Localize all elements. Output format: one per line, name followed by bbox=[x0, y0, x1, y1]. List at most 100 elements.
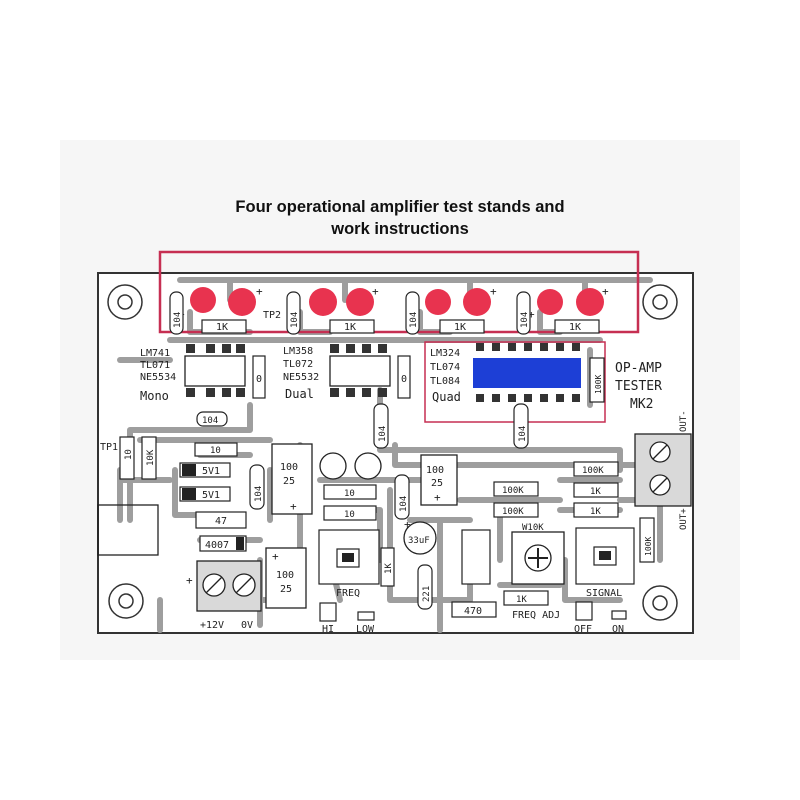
jumper-label: 0 bbox=[256, 374, 262, 385]
capacitor-label: 104 bbox=[290, 312, 300, 328]
capacitor-label: 104 bbox=[409, 312, 419, 328]
resistor bbox=[380, 547, 395, 587]
resistor bbox=[439, 319, 485, 334]
capacitor-label: 104 bbox=[378, 426, 388, 442]
quad-socket bbox=[424, 341, 606, 423]
power-label-12v: +12V bbox=[200, 620, 224, 631]
electrolytic-capacitor bbox=[420, 454, 458, 506]
dual-socket bbox=[329, 344, 391, 397]
capacitor-label: 104 bbox=[254, 486, 264, 502]
mounting-hole-top-right bbox=[642, 284, 678, 320]
capacitor-33uf bbox=[403, 521, 437, 555]
mounting-hole-bottom-left bbox=[108, 583, 144, 619]
power-terminal bbox=[196, 560, 262, 612]
jumper bbox=[397, 355, 411, 399]
zener-label: 5V1 bbox=[202, 490, 220, 501]
resistor-label: 10 bbox=[210, 446, 221, 456]
title-line-2: work instructions bbox=[331, 220, 469, 238]
dual-chip-name: TL072 bbox=[283, 359, 313, 370]
quad-ic-chip bbox=[473, 358, 581, 388]
output-minus-label: OUT- bbox=[679, 410, 689, 432]
resistor-label: 100K bbox=[582, 466, 604, 476]
resistor-label: 10K bbox=[146, 449, 156, 466]
led bbox=[425, 289, 451, 315]
resistor-label: 100K bbox=[644, 537, 653, 556]
mono-chip-name: TL071 bbox=[140, 360, 170, 371]
resistor bbox=[195, 511, 247, 529]
resistor bbox=[329, 319, 375, 334]
capacitor-value: 100 bbox=[426, 465, 444, 476]
resistor bbox=[451, 601, 497, 618]
transistor bbox=[354, 452, 382, 480]
transistor bbox=[319, 452, 347, 480]
led-plus-mark: + bbox=[490, 285, 497, 298]
quad-chip-name: TL084 bbox=[430, 376, 460, 387]
resistor-label: 1K bbox=[344, 322, 356, 333]
pot-label: W10K bbox=[522, 523, 544, 533]
capacitor bbox=[516, 291, 531, 335]
led-row bbox=[190, 287, 604, 316]
capacitor bbox=[405, 291, 420, 335]
led-plus-mark: + bbox=[372, 285, 379, 298]
mono-chip-name: LM741 bbox=[140, 348, 170, 359]
mono-socket bbox=[184, 344, 246, 397]
capacitor-label: 104 bbox=[173, 312, 183, 328]
dual-label: Dual bbox=[285, 387, 314, 401]
capacitor bbox=[417, 564, 433, 610]
mono-chip-name: NE5534 bbox=[140, 372, 176, 383]
polarity-mark: + bbox=[404, 518, 411, 531]
resistor bbox=[639, 517, 655, 563]
capacitor bbox=[286, 291, 301, 335]
led bbox=[537, 289, 563, 315]
on-label: ON bbox=[612, 624, 624, 635]
freq-adj-label: FREQ ADJ bbox=[512, 610, 560, 621]
resistor bbox=[201, 319, 247, 334]
mono-label: Mono bbox=[140, 389, 169, 403]
test-point-label: TP2 bbox=[263, 310, 281, 321]
resistor bbox=[493, 502, 539, 518]
capacitor-label: 221 bbox=[422, 586, 432, 602]
mounting-holes bbox=[107, 284, 678, 621]
resistor-label: 10 bbox=[344, 510, 355, 520]
side-connector bbox=[97, 504, 159, 556]
jumper-label: 0 bbox=[401, 374, 407, 385]
tester-title-line: TESTER bbox=[615, 379, 662, 394]
hi-label: HI bbox=[322, 624, 334, 635]
resistor bbox=[503, 590, 549, 606]
resistor bbox=[119, 436, 135, 480]
polarity-mark: + bbox=[186, 574, 193, 587]
capacitor bbox=[169, 291, 184, 335]
freq-label: FREQ bbox=[336, 588, 360, 599]
resistor-label: 1K bbox=[216, 322, 228, 333]
quad-chip-name: TL074 bbox=[430, 362, 460, 373]
capacitor-voltage: 25 bbox=[431, 478, 443, 489]
led bbox=[309, 288, 337, 316]
capacitor-value: 100 bbox=[276, 570, 294, 581]
on-pad bbox=[611, 610, 627, 620]
capacitor-voltage: 25 bbox=[283, 476, 295, 487]
quad-chip-name: LM324 bbox=[430, 348, 460, 359]
capacitor-voltage: 25 bbox=[280, 584, 292, 595]
resistor-label: 100K bbox=[502, 486, 524, 496]
zener-diode bbox=[179, 462, 231, 478]
rectifier-diode bbox=[199, 535, 247, 552]
resistor-label: 1K bbox=[516, 595, 527, 605]
mounting-hole-top-left bbox=[107, 284, 143, 320]
tester-title-line: MK2 bbox=[630, 397, 653, 412]
freq-switch bbox=[318, 529, 380, 585]
resistor bbox=[493, 481, 539, 497]
led-plus-mark: + bbox=[602, 285, 609, 298]
led bbox=[190, 287, 216, 313]
resistor-label: 1K bbox=[569, 322, 581, 333]
resistor-label: 10 bbox=[124, 449, 134, 460]
test-point-label: TP1 bbox=[100, 442, 118, 453]
capacitor-label: 104 bbox=[202, 416, 218, 426]
led-highlight-box bbox=[158, 250, 640, 334]
hi-pad bbox=[319, 602, 337, 622]
off-label: OFF bbox=[574, 624, 592, 635]
zener-label: 5V1 bbox=[202, 466, 220, 477]
led-plus-mark: + bbox=[256, 285, 263, 298]
capacitor bbox=[373, 403, 389, 449]
signal-switch bbox=[575, 527, 635, 585]
